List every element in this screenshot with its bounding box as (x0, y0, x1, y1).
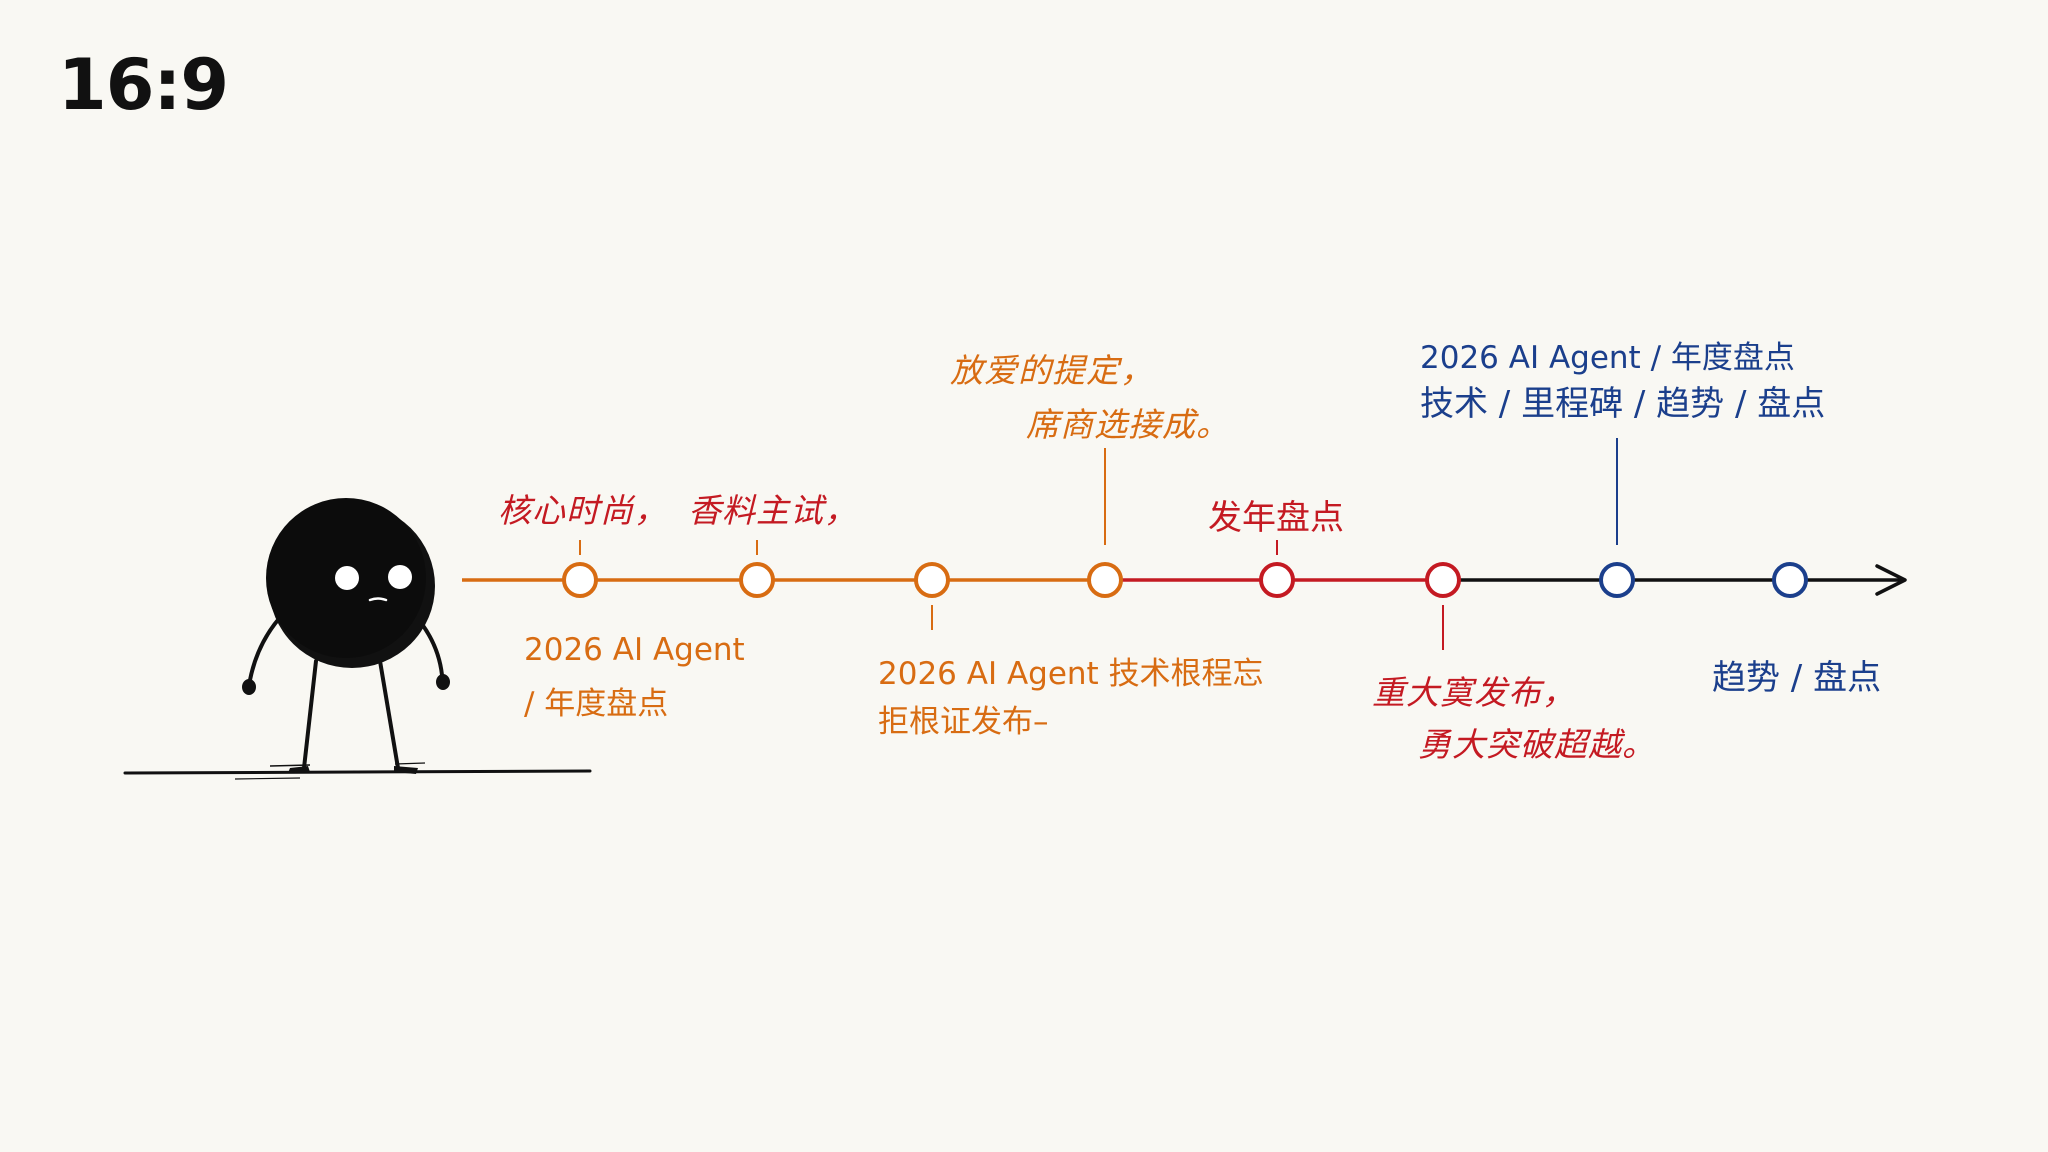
timeline-line (462, 564, 1907, 596)
timeline-node-5 (1259, 562, 1295, 598)
arrow-head-icon (1875, 564, 1907, 596)
node-4-note-line-1: 放爱的提定， (950, 351, 1154, 390)
node-7-caption-line-2: 技术 / 里程碑 / 趋势 / 盘点 (1420, 384, 1826, 424)
timeline-node-4 (1087, 562, 1123, 598)
node-1-note: 核心时尚， (498, 491, 668, 530)
timeline-ticks (579, 438, 1618, 650)
timeline-node-8 (1772, 562, 1808, 598)
node-1-caption-line-2: / 年度盘点 (524, 686, 669, 722)
end-caption: 趋势 / 盘点 (1712, 658, 1882, 698)
node-1-caption-line-1: 2026 AI Agent (524, 632, 745, 668)
timeline-nodes (562, 562, 1808, 598)
node-4-note-line-2: 席商选接成。 (1026, 405, 1230, 444)
node-2-note: 香料主试， (688, 491, 858, 530)
timeline-node-7 (1599, 562, 1635, 598)
node-3-caption-line-2: 拒根证发布– (878, 704, 1049, 740)
node-6-note-line-2: 勇大突破超越。 (1418, 725, 1656, 764)
timeline-node-6 (1425, 562, 1461, 598)
timeline-node-1 (562, 562, 598, 598)
round-black-figure-icon (123, 498, 592, 780)
timeline-node-2 (739, 562, 775, 598)
node-7-caption-line-1: 2026 AI Agent / 年度盘点 (1420, 340, 1795, 376)
aspect-ratio-label: 16:9 (58, 44, 229, 126)
node-3-caption-line-1: 2026 AI Agent 技术根程忘 (878, 656, 1264, 692)
timeline-node-3 (914, 562, 950, 598)
node-6-note-line-1: 重大寞发布， (1372, 673, 1576, 712)
node-5-caption: 发年盘点 (1208, 498, 1344, 538)
